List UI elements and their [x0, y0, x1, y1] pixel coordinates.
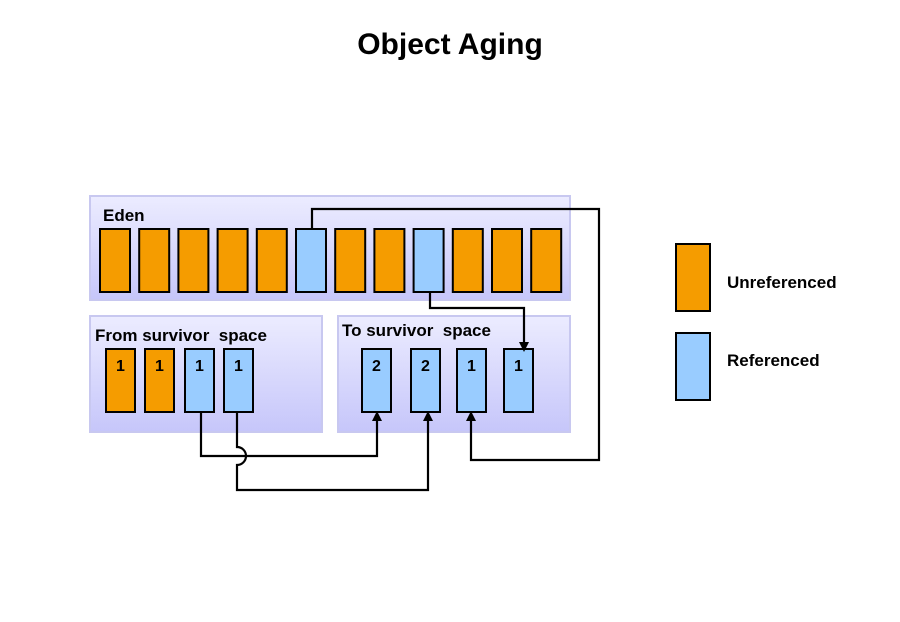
legend-swatch-unreferenced: [675, 243, 711, 312]
to-survivor-label: To survivor space: [342, 321, 491, 340]
arrow-eden-to-survivor-3: [310, 207, 601, 462]
to-survivor-object-4-age-label: 1: [514, 358, 523, 375]
legend-label-referenced: Referenced: [727, 351, 820, 370]
from-survivor-object-3-referenced: [184, 348, 215, 413]
eden-object-12-unreferenced: [530, 228, 563, 293]
from-survivor-object-4-age-label: 1: [234, 358, 243, 375]
from-survivor-object-2-unreferenced: [144, 348, 175, 413]
eden-object-11-unreferenced: [491, 228, 523, 293]
arrow-eden-to-survivor-4: [428, 292, 529, 352]
arrow-from-4-to-survivor-2: [235, 411, 433, 492]
eden-object-3-unreferenced: [177, 228, 210, 293]
from-survivor-label: From survivor space: [95, 326, 267, 345]
to-survivor-object-2-age-label: 2: [421, 358, 430, 375]
eden-object-2-unreferenced: [138, 228, 171, 293]
from-survivor-object-1-age-label: 1: [116, 358, 125, 375]
from-survivor-object-2-age-label: 1: [155, 358, 164, 375]
connector-arrows: [199, 207, 601, 492]
eden-label: Eden: [103, 206, 145, 225]
to-survivor-object-4-referenced: [503, 348, 534, 413]
eden-object-9-referenced: [412, 228, 445, 293]
diagram-title: Object Aging: [357, 28, 543, 61]
to-survivor-object-3-referenced: [456, 348, 487, 413]
from-survivor-object-1-unreferenced: [105, 348, 136, 413]
from-survivor-object-4-referenced: [223, 348, 254, 413]
to-survivor-objects: 2 2 1 1: [361, 348, 534, 413]
legend-swatch-referenced: [675, 332, 711, 401]
eden-object-5-unreferenced: [255, 228, 288, 293]
eden-object-6-referenced: [295, 228, 327, 293]
to-survivor-region: To survivor space 2 2 1 1: [337, 315, 571, 433]
eden-region: Eden: [89, 195, 571, 301]
eden-object-1-unreferenced: [99, 228, 131, 293]
to-survivor-object-3-age-label: 1: [467, 358, 476, 375]
eden-object-10-unreferenced: [451, 228, 484, 293]
arrow-from-3-to-survivor-1: [199, 411, 382, 458]
legend: Unreferenced Referenced: [675, 243, 837, 401]
eden-objects: [99, 228, 563, 293]
eden-object-7-unreferenced: [334, 228, 367, 293]
from-survivor-region: From survivor space 1 1 1 1: [89, 315, 323, 433]
from-survivor-object-3-age-label: 1: [195, 358, 204, 375]
to-survivor-object-1-age-label: 2: [372, 358, 381, 375]
from-survivor-objects: 1 1 1 1: [105, 348, 254, 413]
legend-label-unreferenced: Unreferenced: [727, 273, 837, 292]
eden-object-8-unreferenced: [373, 228, 406, 293]
eden-object-4-unreferenced: [216, 228, 249, 293]
